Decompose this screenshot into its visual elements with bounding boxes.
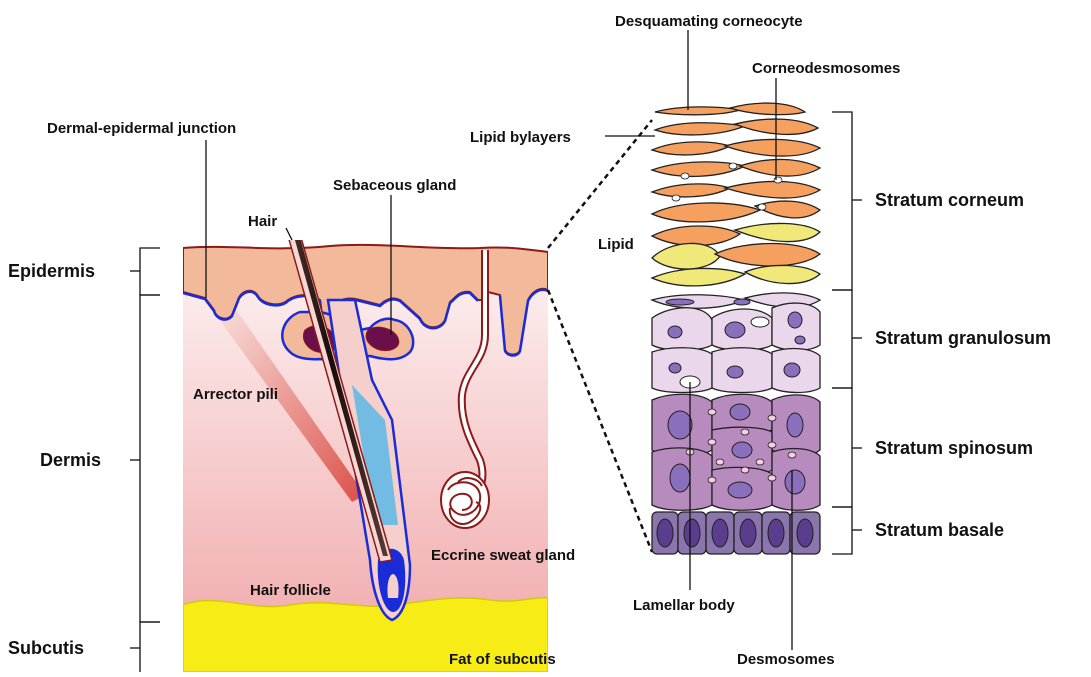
eccrine-sweat-gland-coil: [441, 472, 489, 528]
layer-brackets-left: [130, 248, 160, 672]
label-arrector-pili: Arrector pili: [193, 386, 278, 403]
label-corneodesmosomes: Corneodesmosomes: [752, 60, 900, 77]
label-stratum-spinosum: Stratum spinosum: [875, 438, 1033, 458]
zoom-line-bottom: [548, 290, 652, 552]
label-sebaceous-gland: Sebaceous gland: [333, 177, 456, 194]
cross-section: [183, 170, 548, 672]
stratum-basale-cells: [652, 512, 820, 554]
label-dermal-epidermal-junction: Dermal-epidermal junction: [47, 120, 236, 137]
label-stratum-basale: Stratum basale: [875, 520, 1004, 540]
label-lamellar-body: Lamellar body: [633, 597, 735, 614]
stratum-corneum-cells: [652, 103, 820, 222]
label-lipid-bylayers: Lipid bylayers: [470, 129, 571, 146]
magnified-epidermis: [652, 103, 820, 554]
label-dermis: Dermis: [40, 450, 101, 470]
label-fat-of-subcutis: Fat of subcutis: [449, 651, 556, 668]
label-hair-follicle: Hair follicle: [250, 582, 331, 599]
label-desquamating-corneocyte: Desquamating corneocyte: [615, 13, 803, 30]
lipid-layer-cells: [652, 223, 820, 285]
label-stratum-corneum: Stratum corneum: [875, 190, 1024, 210]
label-epidermis: Epidermis: [8, 261, 95, 281]
strata-brackets: [832, 112, 862, 554]
label-hair: Hair: [248, 213, 277, 230]
label-lipid: Lipid: [598, 236, 634, 253]
label-desmosomes: Desmosomes: [737, 651, 835, 668]
leader-hair: [286, 228, 292, 240]
label-eccrine-sweat-gland: Eccrine sweat gland: [431, 547, 575, 564]
label-stratum-granulosum: Stratum granulosum: [875, 328, 1051, 348]
label-subcutis: Subcutis: [8, 638, 84, 658]
